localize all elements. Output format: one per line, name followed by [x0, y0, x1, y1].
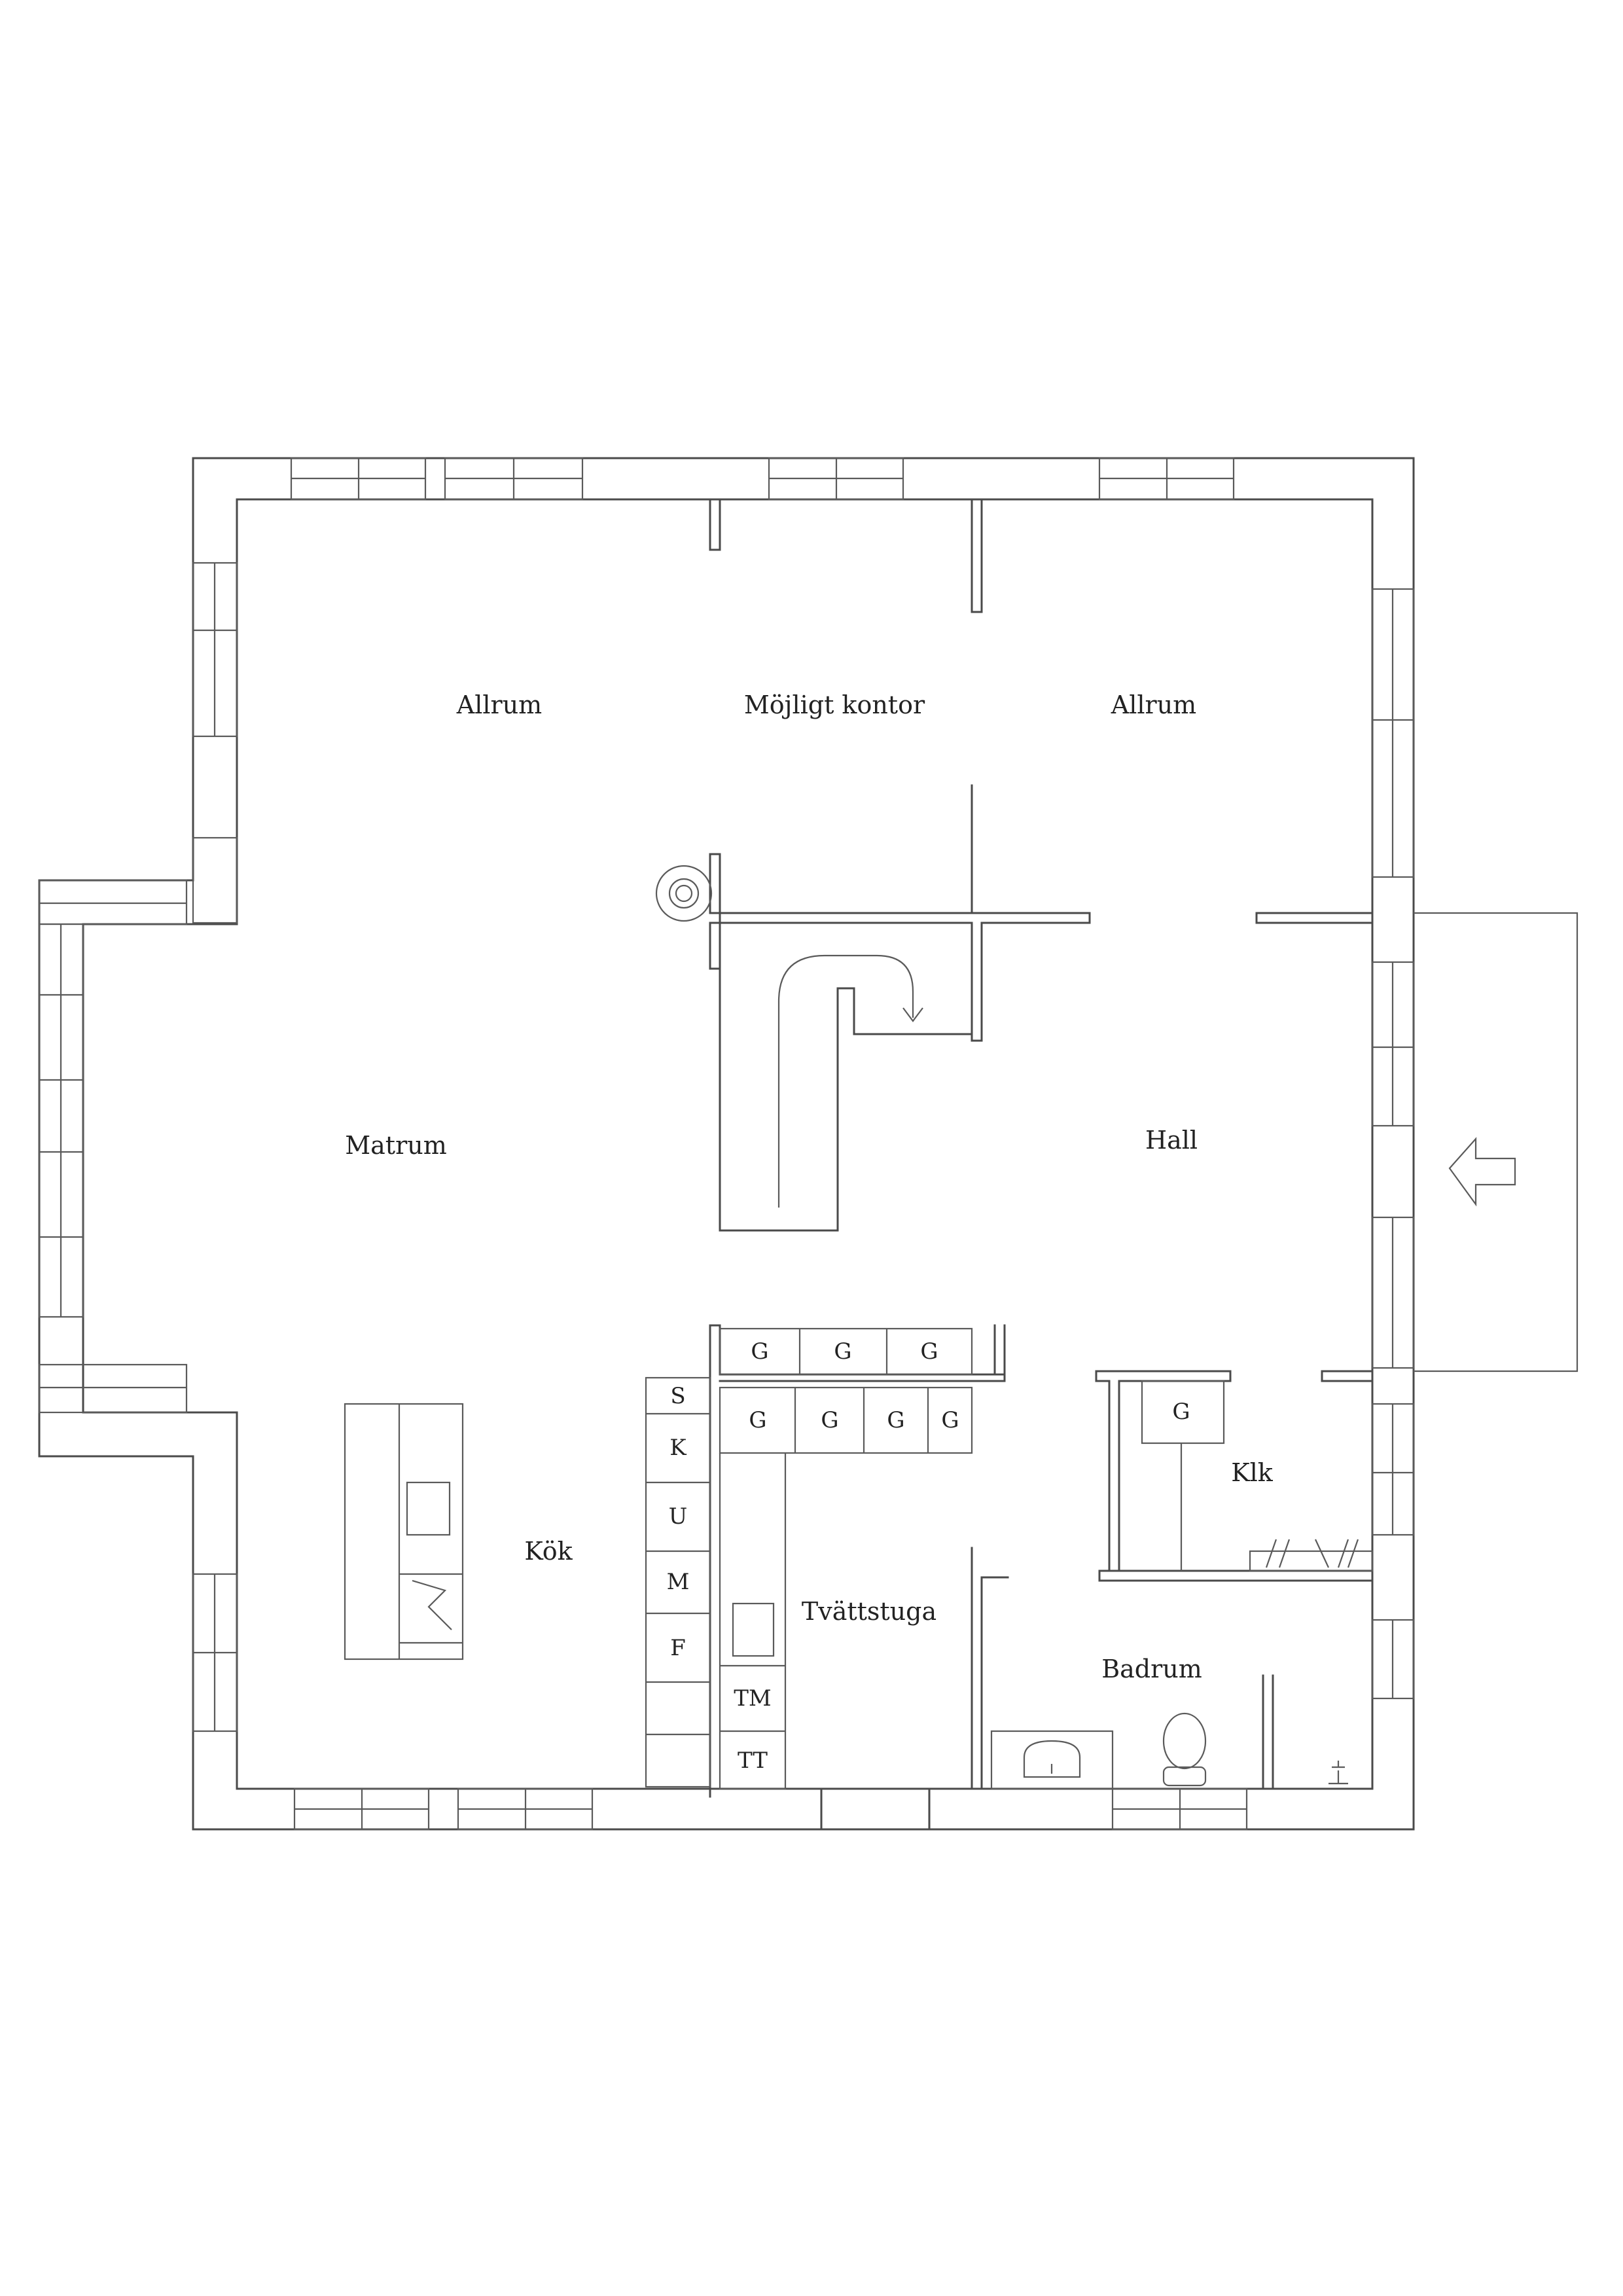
hanger-rail-icon — [1265, 1539, 1359, 1568]
cabinet-g-top-1: G — [751, 1338, 768, 1365]
room-label-hall: Hall — [1145, 1126, 1198, 1155]
cabinet-g-mid-1: G — [749, 1407, 766, 1433]
cabinet-g-mid-4: G — [941, 1407, 959, 1433]
appliance-tt: TT — [738, 1748, 768, 1774]
appliance-m: M — [667, 1569, 690, 1595]
room-label-badrum: Badrum — [1101, 1655, 1202, 1683]
cabinet-g-mid-2: G — [821, 1407, 838, 1433]
cooktop-icon — [399, 1573, 463, 1630]
room-label-allrum-right: Allrum — [1111, 691, 1196, 719]
cabinet-g-top-3: G — [920, 1338, 938, 1365]
kitchen-island — [344, 1403, 464, 1660]
toilet-icon — [1162, 1712, 1207, 1770]
appliance-f: F — [670, 1635, 686, 1661]
appliance-s: S — [670, 1383, 685, 1409]
interior-walls — [655, 498, 1374, 1831]
sink-icon — [1023, 1740, 1081, 1778]
appliance-column: S K U M F — [645, 1376, 711, 1788]
entrance-porch — [1414, 912, 1578, 1372]
cabinet-g-top-2: G — [834, 1338, 851, 1365]
floor-drain-icon — [1329, 1761, 1348, 1785]
room-label-allrum-left: Allrum — [456, 691, 542, 719]
room-label-matrum: Matrum — [345, 1131, 447, 1160]
bathroom-fixtures — [990, 1712, 1348, 1790]
room-label-tvattstuga: Tvättstuga — [802, 1597, 936, 1626]
appliance-u: U — [669, 1503, 688, 1530]
room-label-klk: Klk — [1231, 1458, 1274, 1487]
room-label-kontor: Möjligt kontor — [744, 691, 925, 719]
room-label-kok: Kök — [524, 1537, 573, 1566]
laundry-cabinets: G G G G G G G TM TT — [719, 1327, 973, 1790]
entrance-arrow-icon — [1448, 1137, 1516, 1207]
room-labels: Allrum Möjligt kontor Allrum Matrum Hall… — [345, 691, 1274, 1683]
appliance-tm: TM — [734, 1685, 772, 1712]
klk-closet: G — [1141, 1380, 1374, 1572]
cabinet-g-mid-3: G — [887, 1407, 904, 1433]
appliance-k: K — [669, 1435, 687, 1461]
outer-wall — [38, 457, 1415, 1831]
windows — [38, 457, 1415, 1831]
cabinet-g-klk: G — [1172, 1399, 1190, 1425]
